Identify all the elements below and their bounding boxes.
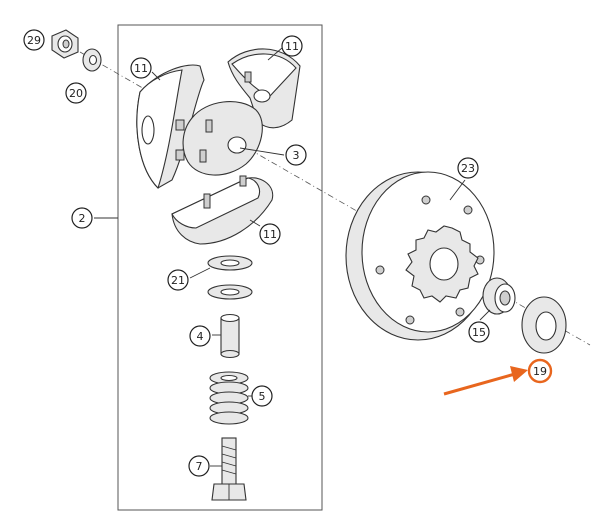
callout-11-left: 11 — [130, 57, 152, 79]
svg-text:11: 11 — [285, 40, 299, 53]
callout-7: 7 — [188, 455, 210, 477]
sleeve-part — [220, 313, 240, 359]
callout-19: 19 — [527, 358, 553, 384]
svg-text:15: 15 — [472, 326, 486, 339]
svg-text:11: 11 — [263, 228, 277, 241]
clutch-hub — [182, 101, 263, 176]
leader-11a — [151, 71, 161, 81]
clutch-shoe-top — [227, 48, 301, 129]
callout-21: 21 — [167, 269, 189, 291]
svg-text:11: 11 — [134, 62, 148, 75]
clutch-shoe-bottom — [171, 175, 274, 245]
callout-23: 23 — [457, 157, 479, 179]
svg-text:7: 7 — [196, 460, 203, 473]
nut-part — [51, 29, 79, 59]
svg-text:4: 4 — [197, 330, 204, 343]
washer-pair — [207, 255, 253, 300]
svg-text:2: 2 — [79, 212, 86, 225]
callout-11-top: 11 — [281, 35, 303, 57]
leader-23 — [449, 179, 466, 201]
leader-11c — [249, 219, 261, 227]
callout-5: 5 — [251, 385, 273, 407]
spring-part — [209, 371, 249, 425]
clutch-shoe-left — [136, 64, 205, 190]
thrust-washer — [521, 296, 567, 354]
svg-text:20: 20 — [69, 87, 83, 100]
svg-text:3: 3 — [293, 149, 300, 162]
leader-21 — [189, 267, 211, 279]
bolt-part — [211, 437, 247, 501]
callout-15: 15 — [468, 321, 490, 343]
callout-20: 20 — [65, 82, 87, 104]
callout-3: 3 — [285, 144, 307, 166]
washer-part — [82, 48, 102, 72]
svg-text:19: 19 — [533, 365, 547, 378]
svg-text:21: 21 — [171, 274, 185, 287]
callout-2: 2 — [71, 207, 93, 229]
needle-bearing — [482, 277, 516, 315]
svg-text:5: 5 — [259, 390, 266, 403]
callout-4: 4 — [189, 325, 211, 347]
highlight-arrow — [443, 366, 528, 396]
leader-15 — [479, 309, 491, 321]
callout-29: 29 — [23, 29, 45, 51]
svg-text:23: 23 — [461, 162, 475, 175]
svg-text:29: 29 — [27, 34, 41, 47]
leader-3 — [239, 147, 285, 156]
leader-11b — [267, 47, 283, 61]
assembly-frame — [117, 24, 323, 511]
drive-gear — [405, 225, 479, 303]
callout-11-bottom: 11 — [259, 223, 281, 245]
